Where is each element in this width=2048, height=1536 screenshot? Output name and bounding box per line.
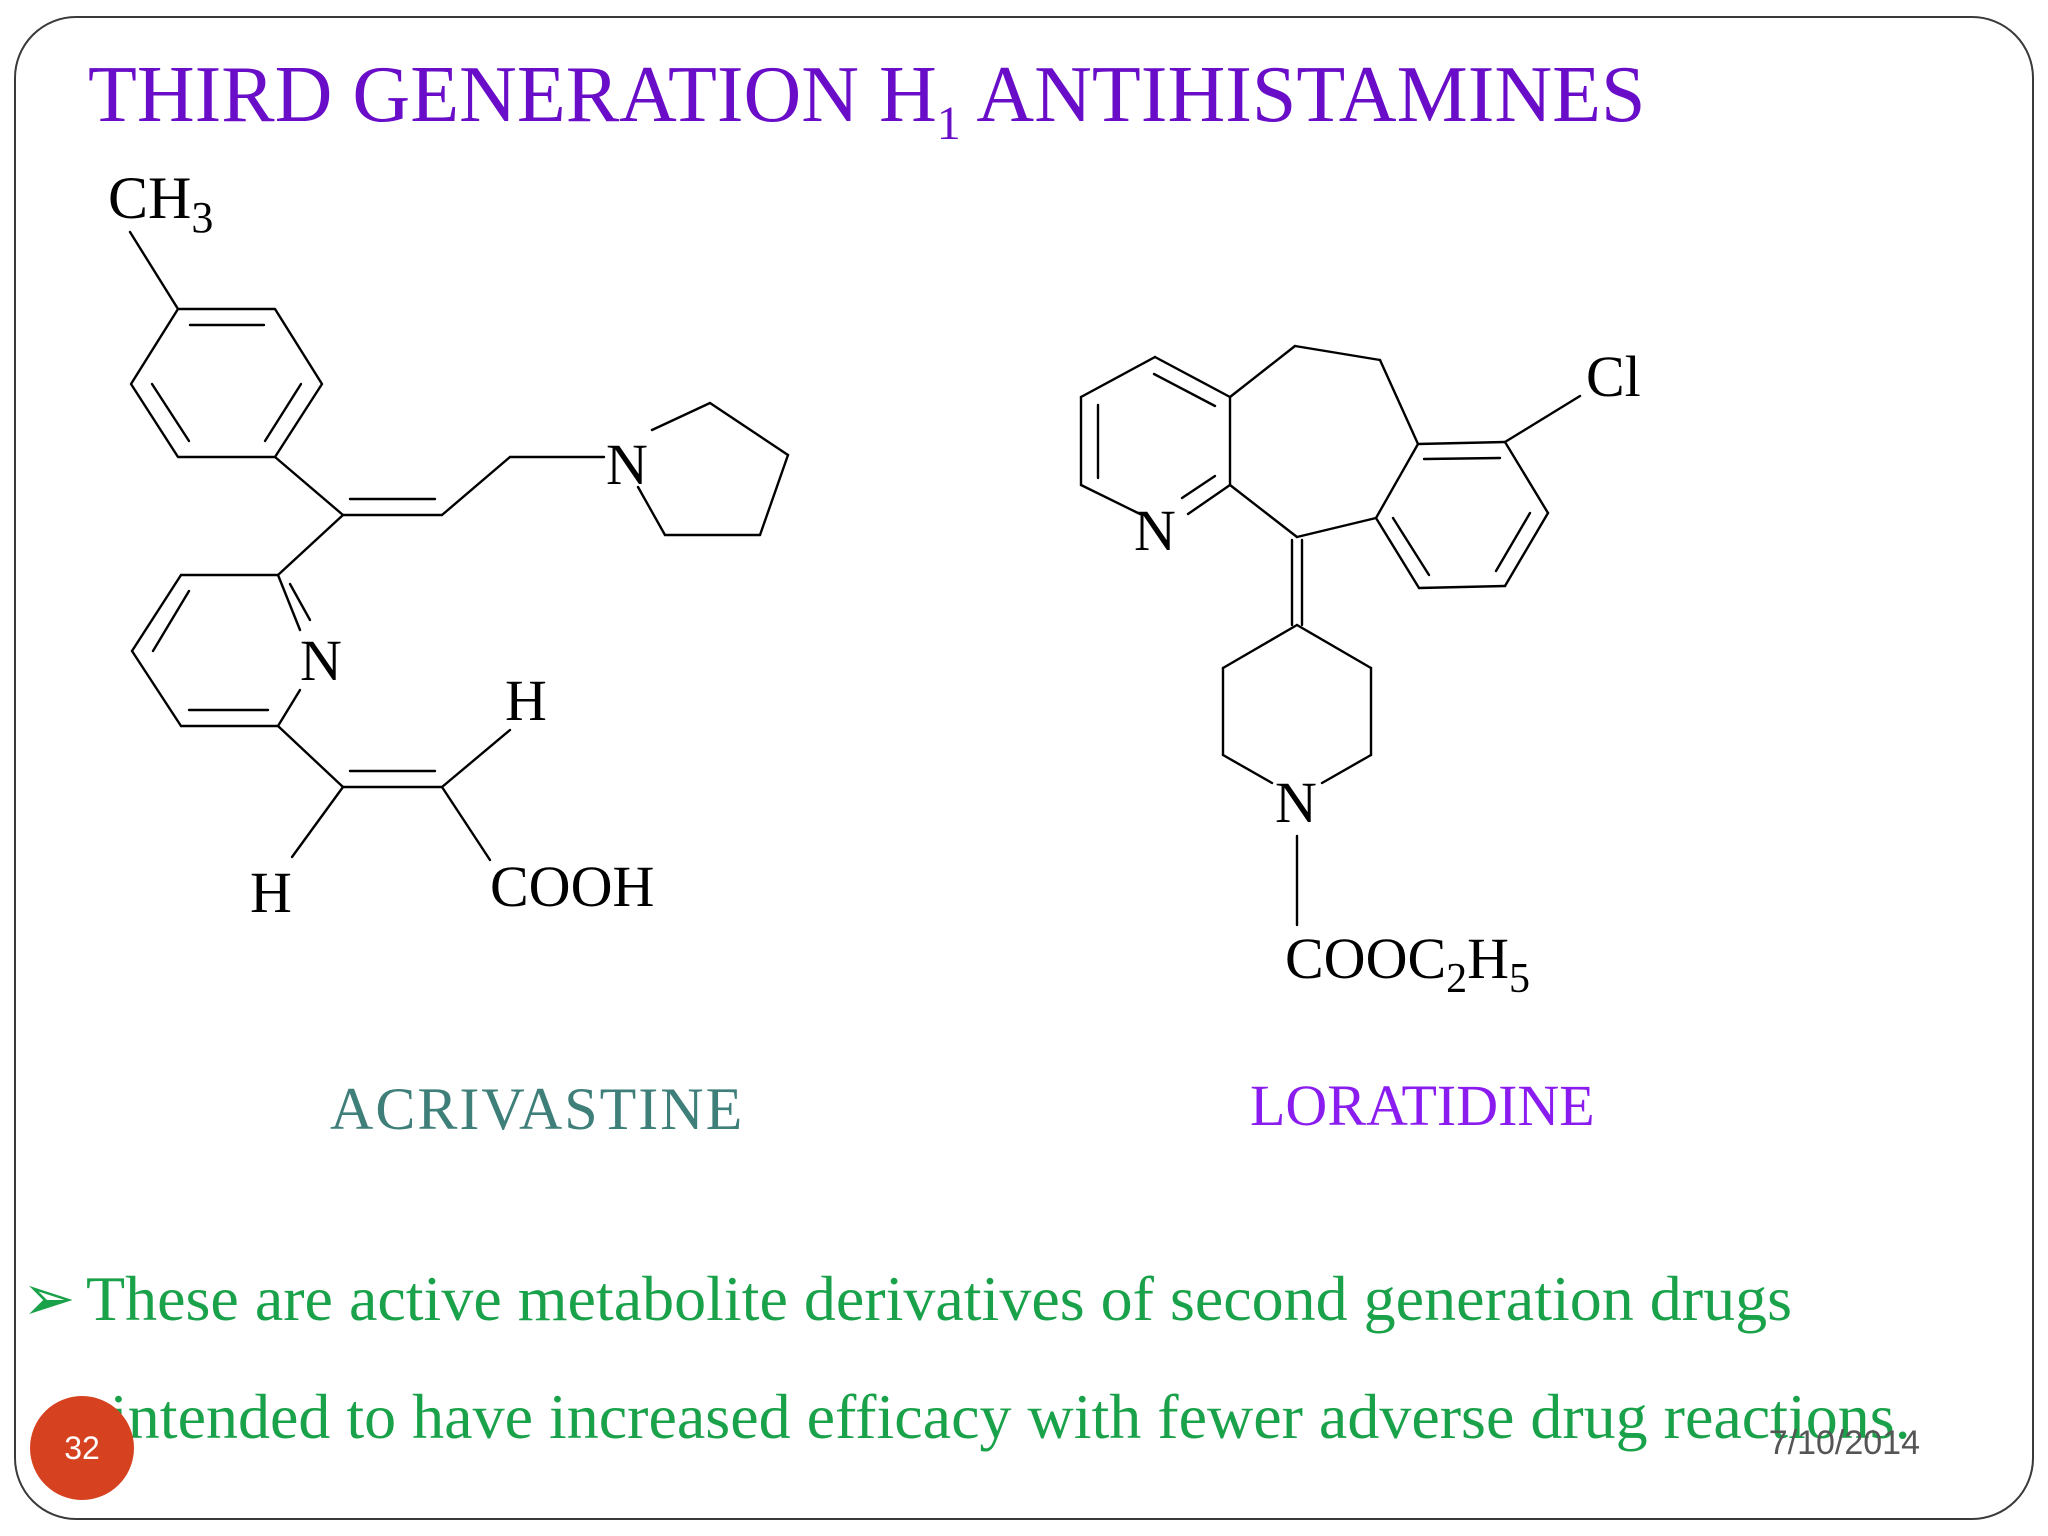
acrivastine-structure: CH3 N N H H COOH bbox=[108, 165, 790, 925]
chlorine-label: Cl bbox=[1586, 344, 1641, 409]
methyl-label: CH3 bbox=[108, 165, 213, 242]
slide-title: THIRD GENERATION H1 ANTIHISTAMINES bbox=[88, 40, 1645, 150]
acrivastine-name: ACRIVASTINE bbox=[330, 1076, 745, 1142]
loratidine-pyridine-nitrogen-label: N bbox=[1134, 498, 1176, 563]
bullet-point: ➢These are active metabolite derivatives… bbox=[22, 1240, 2022, 1476]
slide-frame bbox=[14, 16, 2034, 1520]
loratidine-name: LORATIDINE bbox=[1250, 1073, 1595, 1138]
amine-nitrogen-label: N bbox=[606, 432, 648, 497]
toluene-ring bbox=[129, 307, 324, 459]
slide-date: 7/10/2014 bbox=[1768, 1424, 1920, 1462]
page-number-badge: 32 bbox=[30, 1396, 134, 1500]
alkene-h-bottom-label: H bbox=[250, 860, 292, 925]
title-subscript: 1 bbox=[936, 97, 961, 150]
arrow-bullet-icon: ➢ bbox=[22, 1263, 76, 1334]
carboxylic-acid-label: COOH bbox=[490, 854, 654, 919]
pyridine-nitrogen-label: N bbox=[300, 628, 342, 693]
loratidine-structure: Cl N N COOC2H5 bbox=[1079, 344, 1641, 1002]
title-main: THIRD GENERATION H bbox=[88, 51, 937, 139]
piperidine-nitrogen-label: N bbox=[1275, 770, 1317, 835]
alkene-h-top-label: H bbox=[505, 668, 547, 733]
title-rest: ANTIHISTAMINES bbox=[960, 51, 1646, 139]
bullet-line-2: intended to have increased efficacy with… bbox=[110, 1381, 1911, 1452]
ester-label: COOC2H5 bbox=[1285, 926, 1530, 1002]
bullet-line-1: These are active metabolite derivatives … bbox=[86, 1263, 1792, 1334]
